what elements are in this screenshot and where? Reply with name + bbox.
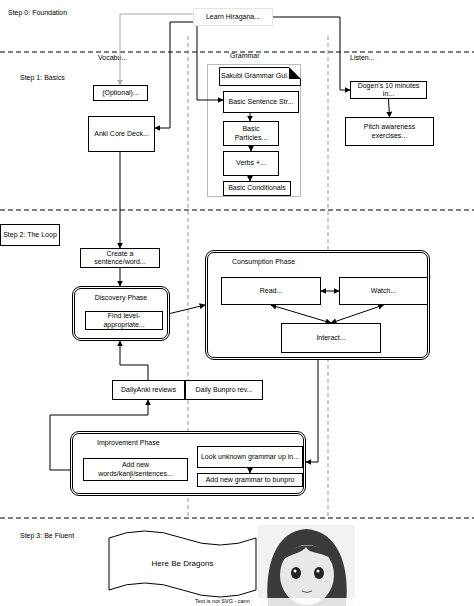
node-text: DailyAnki reviews	[121, 386, 176, 394]
flow-connector	[120, 14, 193, 85]
node-text: Dogen's 10 minutes in...	[353, 82, 424, 98]
flow-connector	[250, 176, 251, 181]
flow-connector	[120, 268, 121, 286]
face	[280, 545, 334, 605]
node-text: (Optional)...	[102, 89, 139, 97]
flow-connector	[273, 17, 350, 90]
node-text: Look unknown grammar up in...	[201, 453, 299, 461]
flow-connector	[389, 99, 390, 117]
process-box: Look unknown grammar up in...	[197, 446, 303, 468]
node-text: Here Be Dragons	[152, 559, 214, 568]
watermark: Text is not SVG - cann	[195, 598, 250, 604]
banner-body	[109, 531, 256, 597]
banner-shape: Here Be Dragons	[105, 528, 260, 600]
node-text: Add new grammar to bunpro	[206, 476, 295, 484]
document-body	[220, 68, 301, 86]
process-box: Pitch awareness exercises...	[345, 117, 434, 146]
process-box: Basic Particles...	[223, 121, 279, 146]
flow-connector	[50, 400, 148, 470]
start-box: Learn Hiragana...	[193, 8, 273, 26]
illustration-bg	[258, 525, 355, 606]
document-shape: Sakubi Grammar Gui...	[219, 67, 301, 86]
bangs	[280, 545, 334, 563]
step-label: Step 3: Be Fluent	[20, 532, 74, 539]
node-text: Find level-appropriate...	[88, 312, 160, 328]
group-heading: Consumption Phase	[232, 258, 295, 266]
node-text: Sakubi Grammar Gui...	[221, 72, 293, 80]
eye-highlight	[317, 570, 320, 573]
node-text: Verbs +...	[236, 159, 266, 167]
process-box: Interact...	[281, 323, 381, 353]
process-box: Add new grammar to bunpro	[197, 473, 303, 487]
flow-connector	[306, 360, 318, 462]
lane-header: Listen...	[350, 54, 375, 61]
process-box: Read...	[221, 277, 321, 305]
node-text: Anki Core Deck...	[94, 130, 148, 138]
phase-box: Improvement PhaseAdd new words/kanji/sen…	[70, 431, 306, 496]
step-label: Step 1: Basics	[20, 74, 65, 81]
group-box: GrammarSakubi Grammar Gui...Basic Senten…	[207, 64, 301, 197]
flow-connector	[331, 305, 384, 323]
node-text: Learn Hiragana...	[206, 13, 260, 21]
process-box: Watch...	[339, 277, 428, 305]
eye-highlight	[294, 570, 297, 573]
process-box: Dogen's 10 minutes in...	[350, 81, 427, 99]
node-text: Read...	[260, 287, 283, 295]
phase-box: Consumption PhaseRead... Watch... Interact…	[205, 250, 430, 360]
process-box: Find level-appropriate...	[85, 311, 163, 330]
group-heading: Discovery Phase	[95, 294, 148, 302]
group-heading: Improvement Phase	[97, 439, 160, 447]
step-divider	[0, 210, 474, 211]
process-box: (Optional)...	[93, 85, 148, 101]
process-box: Create a sentence/word...	[80, 248, 160, 268]
node-text: Basic Conditionals	[228, 184, 286, 192]
process-box: DailyAnki reviews	[112, 380, 185, 400]
process-box: Verbs +...	[223, 151, 279, 176]
group-heading: Grammar	[230, 52, 260, 60]
node-text: Basic Particles...	[226, 125, 276, 141]
caption-strip	[258, 598, 355, 606]
flow-connector	[197, 26, 223, 100]
flow-connector	[251, 146, 252, 151]
step-label-box: Step 2: The Loop	[0, 224, 60, 246]
lane-header: Vocabu...	[98, 54, 127, 61]
process-box: Daily Bunpro rev...	[185, 380, 263, 400]
node-text: Watch...	[371, 287, 396, 295]
node-text: Interact...	[316, 334, 345, 342]
phase-box: Discovery PhaseFind level-appropriate...	[72, 286, 170, 341]
flow-connector	[250, 468, 251, 473]
flow-connector	[321, 291, 339, 292]
node-text: Pitch awareness exercises...	[348, 123, 431, 139]
node-text: Step 2: The Loop	[3, 231, 57, 239]
flow-connector	[120, 152, 121, 248]
eye	[291, 567, 301, 579]
flow-connector	[250, 113, 251, 121]
process-box: Anki Core Deck...	[88, 116, 155, 152]
step-label: Step 0: Foundation	[8, 9, 67, 16]
flow-connector	[170, 305, 205, 314]
process-box: Add new words/kanji/sentences...	[83, 458, 188, 481]
node-text: Daily Bunpro rev...	[195, 386, 252, 394]
flow-connector	[120, 341, 148, 380]
node-text: Basic Sentence Str...	[229, 98, 294, 106]
node-text: Create a sentence/word...	[83, 250, 157, 266]
node-text: Add new words/kanji/sentences...	[86, 461, 185, 477]
flow-connector	[271, 305, 331, 323]
anime-illustration	[258, 525, 355, 606]
process-box: Basic Sentence Str...	[223, 91, 299, 113]
step-divider	[0, 518, 474, 519]
flow-connector	[155, 22, 193, 128]
eye	[314, 567, 324, 579]
mouth	[302, 591, 312, 593]
process-box: Basic Conditionals	[223, 181, 291, 196]
hair	[267, 529, 346, 606]
